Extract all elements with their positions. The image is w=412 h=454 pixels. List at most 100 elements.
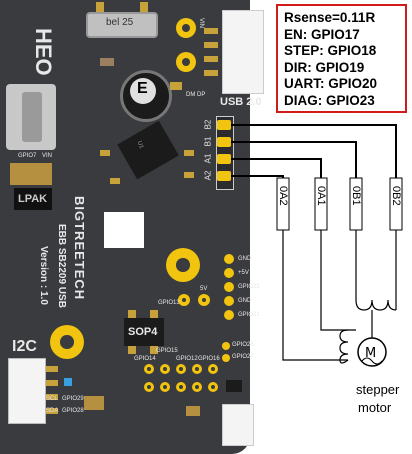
i2c-pin-4 (46, 408, 58, 414)
gpio13-label: GPIO13 (158, 300, 180, 306)
wire-b1 (231, 141, 357, 178)
top-connector-pin3 (204, 56, 218, 62)
motor-label-line1: stepper (356, 382, 400, 397)
smd-2 (170, 82, 182, 90)
i2c-connector (8, 358, 46, 424)
stepper-pin-a1 (217, 154, 231, 164)
wire-label-0b2: 0B2 (390, 186, 402, 206)
right-pin-1 (224, 254, 234, 264)
small-chip-right (226, 380, 242, 392)
gpio12-label: GPIO12 (176, 356, 198, 362)
5v-label: 5V (200, 286, 208, 292)
sop4-chip (124, 318, 164, 346)
vin-pad (176, 18, 196, 38)
wire-label-0a1: 0A1 (315, 186, 327, 206)
sop4-pin1 (128, 310, 136, 318)
pin-info-box: Rsense=0.11R EN: GPIO17 STEP: GPIO18 DIR… (276, 4, 407, 113)
smd-6 (110, 178, 120, 184)
bottom-smd-2 (186, 406, 200, 416)
gpio26-label: GPIO26 (232, 342, 254, 348)
smd-1 (100, 58, 114, 66)
i2c-pin-3 (46, 394, 58, 400)
right-pin-label-4: GND (238, 298, 252, 304)
gpio27-pad (222, 354, 230, 362)
lpak-chip (14, 188, 52, 210)
info-step: STEP: GPIO18 (284, 43, 377, 59)
crystal (86, 12, 158, 38)
bottom-pad-5 (208, 364, 218, 374)
right-pin-2 (224, 268, 234, 278)
stepper-pin-a2 (217, 171, 231, 181)
gnd-pad (176, 52, 196, 72)
coil-top (355, 299, 397, 311)
right-pin-label-3: GPIO22 (238, 284, 260, 290)
right-pin-3 (224, 282, 234, 292)
wire-label-0b1: 0B1 (350, 186, 362, 206)
top-connector-pin1 (204, 28, 218, 34)
smd-4 (184, 150, 194, 156)
info-rsense: Rsense=0.11R (284, 10, 376, 25)
gpio13-pad (178, 294, 190, 306)
model-vertical: EBB SB2209 USB (56, 224, 67, 308)
gpio28-label: GPIO28 (62, 408, 84, 414)
wire-a1 (231, 158, 322, 178)
gpio15-label: GPIO15 (156, 348, 178, 354)
bottom-pad-1 (144, 364, 154, 374)
bottom-pad-7 (160, 382, 170, 392)
bottom-pad-8 (176, 382, 186, 392)
bottom-pad-4 (192, 364, 202, 374)
motor-label-line2: motor (358, 400, 392, 415)
corner-cutout (0, 0, 50, 70)
crystal-pad-left (96, 2, 104, 12)
coil-left (339, 329, 349, 364)
version-vertical: Version : 1.0 (38, 246, 49, 305)
lead-a2 (282, 230, 348, 361)
wire-label-0a2: 0A2 (277, 186, 289, 206)
right-pin-label-1: GND (238, 256, 252, 262)
motor-tilde (361, 357, 383, 365)
gpio27-label: GPIO27 (232, 354, 254, 360)
info-uart: UART: GPIO20 (284, 76, 378, 92)
right-pin-4 (224, 296, 234, 306)
smd-3 (100, 150, 110, 156)
inductor (120, 70, 172, 122)
crystal-pad-right (140, 2, 148, 12)
inductor-label: E (137, 80, 148, 97)
vin-left-label: VIN (42, 153, 53, 159)
sop4-pin2 (150, 310, 158, 318)
i2c-label: I2C (12, 338, 37, 355)
mount-pad-upper (166, 248, 200, 282)
sop4-pin3 (128, 346, 136, 354)
wire-a2 (231, 175, 284, 178)
top-connector-pin2 (204, 42, 218, 48)
bottom-pad-9 (192, 382, 202, 392)
bottom-pad-3 (176, 364, 186, 374)
gpio16-label: GPIO16 (198, 356, 220, 362)
gpio26-pad (222, 342, 230, 350)
top-connector (222, 10, 264, 94)
motor-m: M (365, 346, 376, 361)
status-led (64, 378, 72, 386)
info-dir: DIR: GPIO19 (284, 59, 365, 75)
gpio7-label: GPIO7 (18, 153, 37, 159)
right-pin-label-2: +5V (238, 270, 249, 276)
smd-5 (184, 172, 194, 178)
brand-vertical: BIGTREETECH (72, 196, 87, 301)
lpak-tab (10, 163, 52, 185)
lead-a1 (320, 230, 356, 331)
info-en: EN: GPIO17 (284, 26, 360, 42)
stepper-pin-b2 (217, 120, 231, 130)
white-square (104, 212, 144, 248)
sop4-label: SOP4 (128, 326, 158, 338)
bottom-smd (84, 396, 104, 410)
bottom-pad-2 (160, 364, 170, 374)
right-pin-5 (224, 310, 234, 320)
mount-pad-lower (50, 325, 84, 359)
crystal-label: bel 25 (106, 17, 134, 28)
lpak-label: LPAK (18, 193, 48, 205)
scl-label: SCL (46, 396, 58, 402)
bottom-pad-10 (208, 382, 218, 392)
inductor-body (130, 78, 156, 104)
sda-label: SDA (46, 408, 59, 414)
